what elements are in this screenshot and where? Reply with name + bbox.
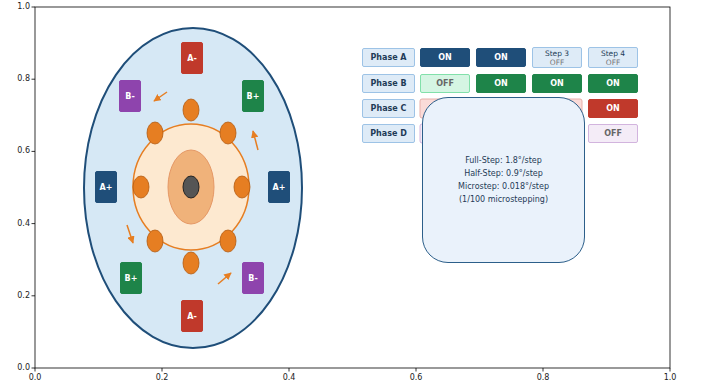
rotor-core: [168, 150, 214, 224]
info-line: (1/100 microstepping): [459, 193, 548, 206]
pole-label: A-: [181, 42, 203, 74]
state-cell: ON: [588, 99, 638, 118]
cell-text: ON: [606, 102, 620, 115]
rotor-teeth: [133, 99, 250, 274]
pole-label: A+: [95, 171, 117, 203]
state-cell: OFF: [420, 74, 470, 93]
phase-label: Phase A: [362, 48, 415, 67]
cell-text: Phase A: [370, 51, 406, 64]
pole-label: A+: [268, 171, 290, 203]
pole-label: B-: [119, 80, 141, 112]
state-cell: ON: [588, 74, 638, 93]
cell-text: A+: [100, 181, 113, 194]
cell-text: Step 4: [601, 49, 625, 58]
cell-text: ON: [550, 77, 564, 90]
cell-text: B-: [125, 90, 134, 103]
cell-text: A-: [187, 310, 197, 323]
cell-text: ON: [606, 77, 620, 90]
pole-label: A-: [181, 300, 203, 332]
y-tick-label: 0.0: [17, 363, 30, 373]
cell-text: A-: [187, 52, 197, 65]
pole-label: B+: [242, 80, 264, 112]
cell-text: Step 3: [545, 49, 569, 58]
state-cell: ON: [532, 74, 582, 93]
y-tick-label: 1.0: [17, 2, 30, 12]
shaft: [183, 176, 199, 198]
cell-text: B+: [247, 90, 260, 103]
state-cell: ON: [420, 48, 470, 67]
state-cell: ON: [476, 74, 526, 93]
phase-label: Phase C: [362, 99, 415, 118]
info-line: Microstep: 0.018°/step: [458, 180, 549, 193]
axis-ticks: [32, 7, 671, 372]
rotation-arrows: [127, 92, 258, 284]
info-box: Full-Step: 1.8°/stepHalf-Step: 0.9°/step…: [422, 97, 585, 263]
cell-text: B+: [125, 272, 138, 285]
cell-text: OFF: [436, 77, 454, 90]
cell-text: Phase D: [370, 127, 407, 140]
cell-text: OFF: [606, 58, 621, 67]
y-tick-label: 0.2: [17, 291, 30, 301]
step-header-cell: Step 3OFF: [532, 47, 582, 68]
y-tick-label: 0.6: [17, 146, 30, 156]
state-cell: ON: [476, 48, 526, 67]
phase-label: Phase D: [362, 124, 415, 143]
pole-label: B+: [120, 262, 142, 294]
step-header-cell: Step 4OFF: [588, 47, 638, 68]
cell-text: Phase C: [371, 102, 407, 115]
cell-text: ON: [494, 51, 508, 64]
cell-text: ON: [438, 51, 452, 64]
x-tick-label: 0.6: [410, 373, 423, 383]
phase-label: Phase B: [362, 74, 415, 93]
x-tick-label: 0.4: [283, 373, 296, 383]
stator-outline: [84, 28, 302, 348]
cell-text: A+: [273, 181, 286, 194]
cell-text: OFF: [604, 127, 622, 140]
x-tick-label: 0.0: [29, 373, 42, 383]
info-line: Full-Step: 1.8°/step: [465, 154, 542, 167]
info-line: Half-Step: 0.9°/step: [464, 167, 543, 180]
x-tick-label: 0.2: [156, 373, 169, 383]
cell-text: ON: [494, 77, 508, 90]
pole-label: B-: [242, 262, 264, 294]
y-tick-label: 0.4: [17, 219, 30, 229]
cell-text: B-: [248, 272, 257, 285]
x-tick-label: 1.0: [664, 373, 677, 383]
axes-frame: [35, 7, 670, 368]
cell-text: OFF: [550, 58, 565, 67]
cell-text: Phase B: [370, 77, 406, 90]
y-tick-label: 0.8: [17, 74, 30, 84]
state-cell: OFF: [588, 124, 638, 143]
x-tick-label: 0.8: [537, 373, 550, 383]
